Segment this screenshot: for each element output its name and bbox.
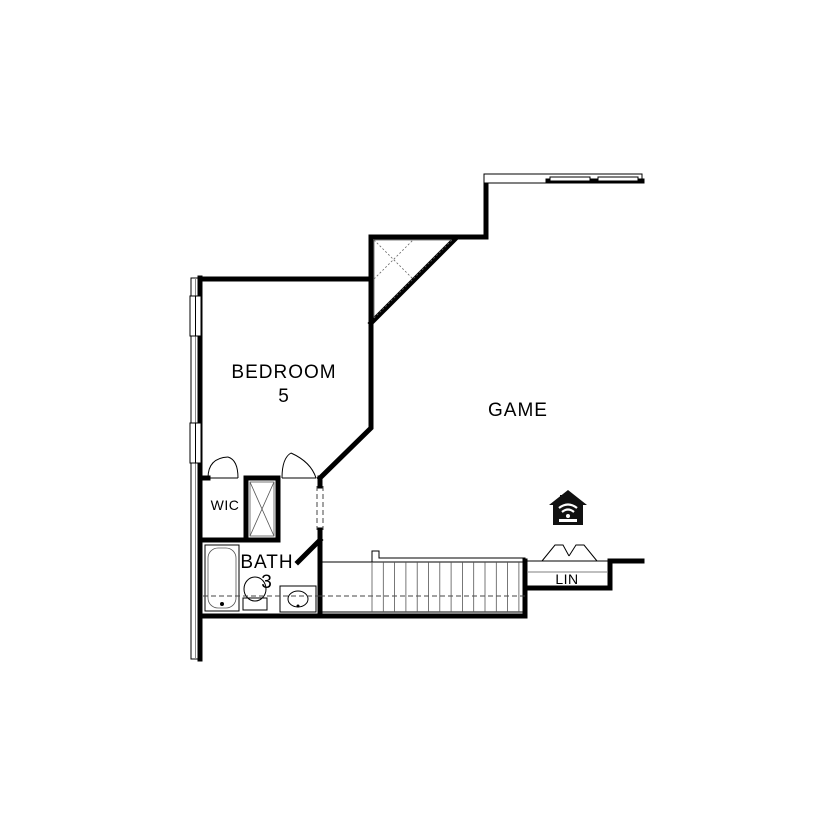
toilet-fixture bbox=[242, 576, 268, 611]
closet-x-marking bbox=[249, 481, 275, 537]
linen-label: LIN bbox=[555, 571, 578, 587]
wic-partition bbox=[197, 475, 249, 543]
bath-number: 3 bbox=[261, 572, 273, 593]
smart-home-wifi-icon bbox=[549, 490, 587, 525]
bath-label: BATH bbox=[240, 552, 293, 573]
stair-landing-walls bbox=[367, 234, 464, 327]
bathtub-fixture bbox=[204, 544, 240, 612]
bedroom-window bbox=[189, 295, 202, 337]
game-room-label: GAME bbox=[488, 400, 548, 421]
bath-divider bbox=[294, 536, 324, 566]
staircase bbox=[320, 550, 526, 613]
wic-label: WIC bbox=[211, 497, 240, 513]
west-exterior-wall bbox=[190, 275, 203, 662]
linen-closet-walls bbox=[243, 475, 281, 543]
north-step-wall bbox=[454, 178, 551, 240]
north-window bbox=[483, 173, 645, 184]
sink-fixture bbox=[279, 585, 317, 613]
bath-walls bbox=[197, 475, 645, 619]
open-to-below-shaft bbox=[373, 239, 453, 319]
bedroom-window-lower bbox=[189, 422, 202, 464]
bedroom-number: 5 bbox=[278, 386, 290, 407]
bedroom-label: BEDROOM bbox=[231, 362, 336, 383]
wic-door bbox=[207, 456, 239, 479]
bath-door bbox=[281, 452, 317, 479]
bedroom-walls bbox=[197, 276, 374, 482]
linen-closet bbox=[522, 544, 610, 591]
bedroom-doorway-opening bbox=[316, 486, 324, 530]
